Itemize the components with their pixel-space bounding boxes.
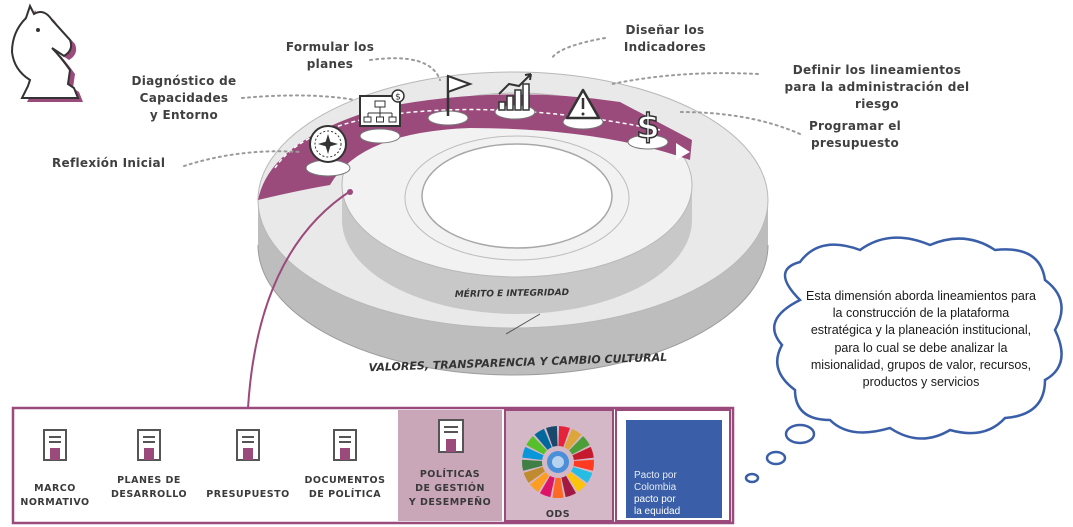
step-label-programar: Programar el presupuesto — [808, 119, 902, 150]
inner-ring-label: MÉRITO E INTEGRIDAD — [455, 286, 570, 300]
document-icon — [137, 429, 161, 461]
documents-panel — [11, 406, 735, 525]
connector-line — [247, 189, 353, 409]
step-label-formular: Formular los planes — [285, 40, 375, 71]
cloud-description: Esta dimensión aborda lineamientos para … — [806, 289, 1036, 390]
step-label-disenar: Diseñar los Indicadores — [623, 23, 707, 54]
sdg-segment — [566, 472, 587, 493]
document-icon — [236, 429, 260, 461]
sdg-segment — [522, 446, 544, 461]
middle-ring — [341, 92, 693, 314]
sdg-segment — [523, 466, 545, 483]
step-label-definir: Definir los lineamientos para la adminis… — [784, 63, 970, 111]
dollar-icon: $ — [635, 106, 660, 148]
doc-label-ods: ODS — [545, 509, 571, 520]
document-icon — [438, 419, 464, 453]
sdg-segment — [534, 428, 552, 450]
step-label-diagnostico: Diagnóstico de Capacidades y Entorno — [131, 74, 237, 122]
sdg-segment — [552, 477, 564, 498]
sdg-wheel-icon — [522, 426, 594, 498]
org-chart-icon: $ — [359, 89, 405, 127]
sdg-segment — [522, 459, 543, 471]
sdg-segment — [569, 436, 590, 455]
sdg-segment — [564, 428, 582, 450]
leader-lines — [183, 37, 801, 167]
svg-text:$: $ — [636, 107, 660, 147]
sdg-segment — [546, 426, 558, 447]
sdg-segment — [573, 459, 594, 471]
document-icon — [333, 429, 357, 461]
document-icon — [43, 429, 67, 461]
chess-knight-icon — [10, 3, 83, 102]
sdg-segment — [572, 446, 594, 461]
sdg-segment — [529, 472, 550, 493]
sdg-segment — [561, 475, 577, 498]
thought-cloud — [744, 236, 1063, 484]
flag-icon — [446, 74, 473, 116]
doc-label-presupuesto: PRESUPUESTO — [206, 489, 290, 500]
warning-icon — [565, 88, 601, 120]
svg-text:$: $ — [395, 93, 401, 103]
sdg-segment — [539, 475, 555, 498]
compass-icon — [309, 125, 347, 163]
bar-chart-icon — [498, 73, 532, 111]
sdg-segment — [571, 466, 593, 483]
sdg-segment — [526, 436, 547, 455]
step-label-reflexion: Reflexión Inicial — [52, 156, 166, 170]
sdg-segment — [558, 426, 570, 447]
